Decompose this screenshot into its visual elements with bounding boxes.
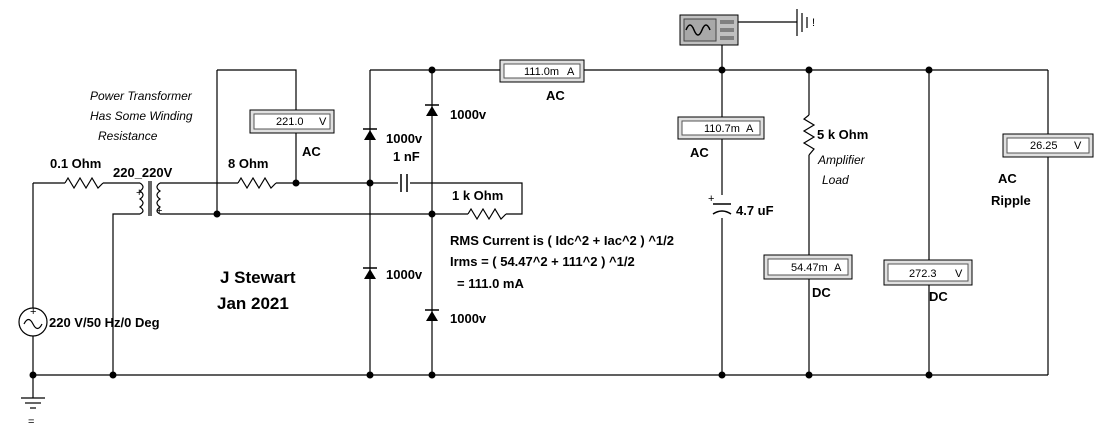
- formula-line-3: = 111.0 mA: [457, 276, 524, 291]
- capacitor-1nf: 1 nF: [393, 149, 420, 192]
- meter-ac-cap-caption: AC: [690, 145, 709, 160]
- meter-dc-load-unit: A: [834, 262, 842, 274]
- capacitor-filter-label: 4.7 uF: [736, 203, 774, 218]
- resistor-primary: 0.1 Ohm: [50, 156, 104, 190]
- transformer: + + 220_220V Power Transformer Has Some …: [90, 89, 193, 217]
- meter-dc-load-value: 54.47m: [791, 262, 828, 274]
- meter-dc-volt-caption: DC: [929, 289, 948, 304]
- author-block: J Stewart Jan 2021: [217, 268, 296, 313]
- load-note-2: Load: [822, 173, 849, 187]
- meter-ac-transformer-value: 221.0: [276, 116, 304, 128]
- transformer-label: 220_220V: [113, 165, 173, 180]
- resistor-primary-label: 0.1 Ohm: [50, 156, 101, 171]
- meter-ac-line: 111.0m A AC: [499, 59, 585, 103]
- diode-2: 1000v: [425, 104, 487, 122]
- svg-text:=: =: [28, 416, 34, 428]
- diode-4-label: 1000v: [450, 311, 487, 326]
- meter-ac-line-value: 111.0m: [524, 66, 559, 78]
- resistor-secondary-label: 8 Ohm: [228, 156, 268, 171]
- meter-ripple: 26.25 V AC Ripple: [991, 133, 1094, 208]
- author-name: J Stewart: [220, 268, 296, 287]
- meter-ac-transformer: 221.0 V AC: [249, 109, 335, 159]
- junction-dots: [29, 66, 933, 379]
- diode-3: 1000v: [363, 267, 423, 282]
- meter-dc-volt: 272.3 V DC: [883, 259, 973, 304]
- meter-ripple-unit: V: [1074, 140, 1082, 152]
- meter-ripple-caption-2: Ripple: [991, 193, 1031, 208]
- ac-source: + 220 V/50 Hz/0 Deg: [18, 306, 160, 337]
- svg-text:+: +: [136, 187, 142, 199]
- load-note-1: Amplifier: [817, 153, 866, 167]
- formula-line-1: RMS Current is ( Idc^2 + Iac^2 ) ^1/2: [450, 233, 674, 248]
- transformer-note-1: Power Transformer: [90, 89, 193, 103]
- meter-dc-load-caption: DC: [812, 285, 831, 300]
- diode-4: 1000v: [425, 309, 487, 326]
- meter-dc-volt-unit: V: [955, 268, 963, 280]
- meter-ripple-value: 26.25: [1030, 140, 1058, 152]
- oscilloscope-icon[interactable]: [679, 14, 739, 46]
- resistor-bleed-label: 1 k Ohm: [452, 188, 503, 203]
- transformer-note-2: Has Some Winding: [90, 109, 193, 123]
- author-date: Jan 2021: [217, 294, 289, 313]
- meter-ac-cap: 110.7m A AC: [677, 116, 765, 160]
- transformer-note-3: Resistance: [98, 129, 158, 143]
- svg-text:+: +: [708, 193, 714, 205]
- meter-ac-cap-value: 110.7m: [704, 123, 740, 135]
- resistor-secondary: 8 Ohm: [228, 156, 277, 190]
- formula-note: RMS Current is ( Idc^2 + Iac^2 ) ^1/2 Ir…: [450, 233, 674, 291]
- source-label: 220 V/50 Hz/0 Deg: [49, 315, 160, 330]
- svg-text:+: +: [156, 205, 162, 217]
- meter-ac-cap-unit: A: [746, 123, 754, 135]
- resistor-bleed: 1 k Ohm: [452, 188, 507, 221]
- svg-text:+: +: [30, 306, 36, 318]
- svg-text:!: !: [812, 17, 815, 29]
- formula-line-2: Irms = ( 54.47^2 + 111^2 ) ^1/2: [450, 254, 635, 269]
- meter-ac-line-unit: A: [567, 66, 575, 78]
- meter-ac-line-caption: AC: [546, 88, 565, 103]
- meter-ripple-caption-1: AC: [998, 171, 1017, 186]
- capacitor-filter: + 4.7 uF: [708, 193, 774, 218]
- meter-ac-transformer-unit: V: [319, 116, 327, 128]
- capacitor-1nf-label: 1 nF: [393, 149, 420, 164]
- diode-1: 1000v: [363, 128, 423, 146]
- scope-ground-symbol: !: [796, 9, 815, 36]
- diode-3-label: 1000v: [386, 267, 423, 282]
- resistor-load-label: 5 k Ohm: [817, 127, 868, 142]
- ground-symbol: =: [21, 397, 45, 428]
- meter-dc-volt-value: 272.3: [909, 268, 937, 280]
- resistor-load: 5 k Ohm Amplifier Load: [802, 114, 868, 187]
- meter-ac-transformer-caption: AC: [302, 144, 321, 159]
- diode-1-label: 1000v: [386, 131, 423, 146]
- diode-2-label: 1000v: [450, 107, 487, 122]
- meter-dc-load: 54.47m A DC: [763, 254, 853, 300]
